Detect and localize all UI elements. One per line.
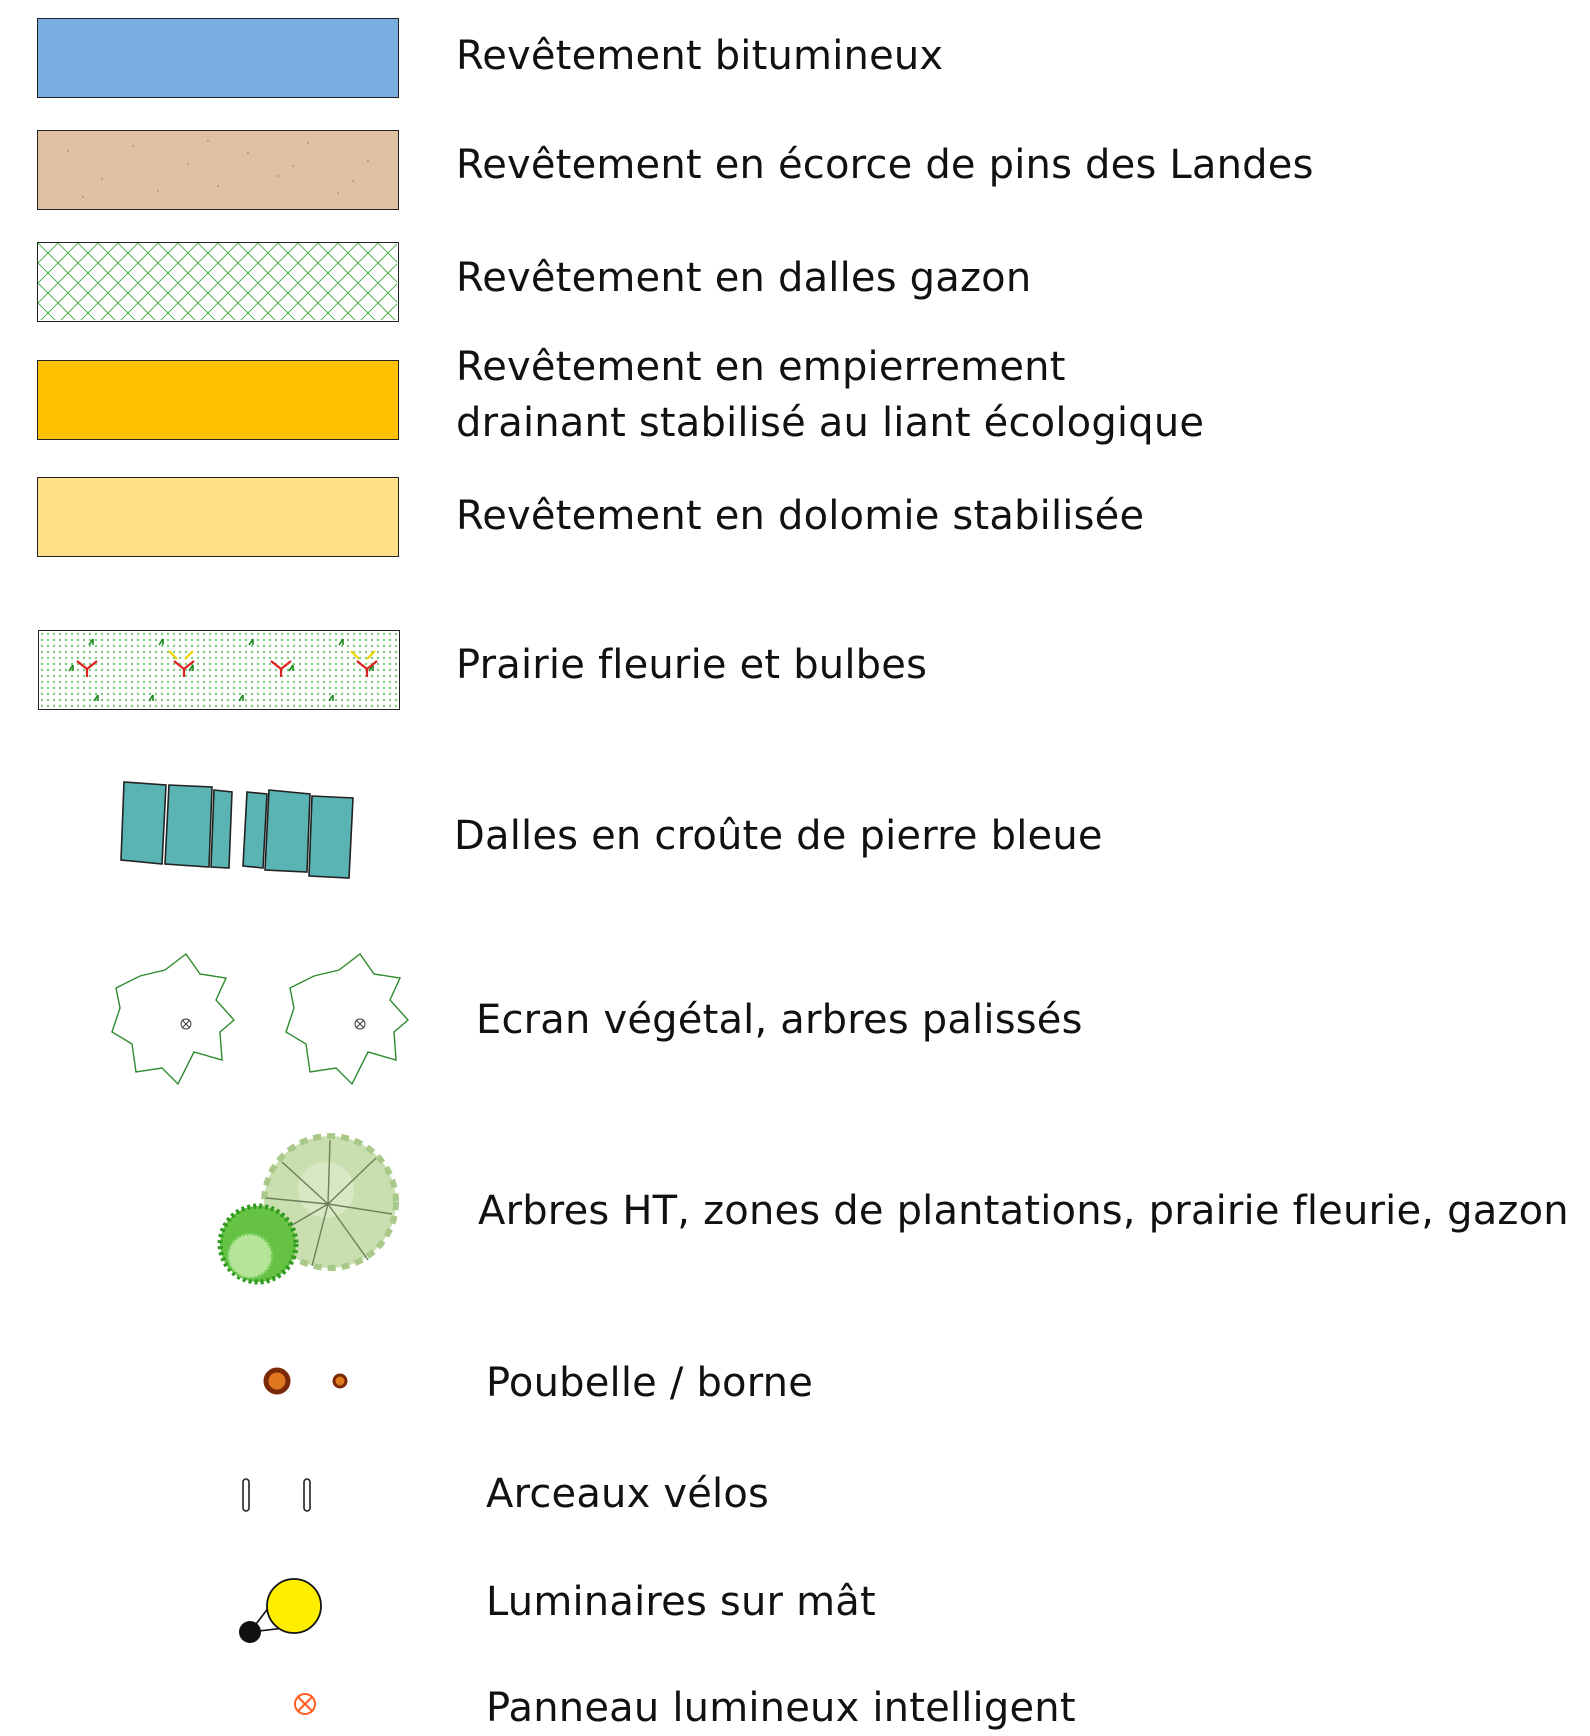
bluestone-slabs-icon <box>120 781 354 879</box>
dolomite-label: Revêtement en dolomie stabilisée <box>456 493 1145 539</box>
street-light-label: Luminaires sur mât <box>486 1579 876 1625</box>
dolomite-swatch <box>37 477 399 557</box>
bin-bollard-label: Poubelle / borne <box>486 1360 814 1406</box>
pine-bark-swatch <box>37 130 399 210</box>
bike-rack-label: Arceaux vélos <box>486 1471 770 1517</box>
bike-rack-icon <box>242 1478 311 1512</box>
smart-sign-icon <box>294 1693 316 1715</box>
drainage-gravel-label-line1: Revêtement en empierrement <box>456 344 1066 390</box>
smart-sign-label: Panneau lumineux intelligent <box>486 1685 1076 1731</box>
crosshatch-texture <box>38 243 397 320</box>
drainage-gravel-swatch <box>37 360 399 440</box>
bark-dots-texture <box>67 140 369 198</box>
street-light-icon <box>239 1578 322 1643</box>
bluestone-label: Dalles en croûte de pierre bleue <box>454 813 1103 859</box>
drainage-gravel-label-line2: drainant stabilisé au liant écologique <box>456 400 1205 446</box>
asphalt-label: Revêtement bitumineux <box>456 33 944 79</box>
meadow-texture <box>39 631 398 708</box>
trees-label: Arbres HT, zones de plantations, prairie… <box>478 1188 1569 1234</box>
meadow-label: Prairie fleurie et bulbes <box>456 642 928 688</box>
meadow-swatch <box>38 630 400 710</box>
pine-bark-label: Revêtement en écorce de pins des Landes <box>456 142 1314 188</box>
asphalt-swatch <box>37 18 399 98</box>
grass-slabs-swatch <box>37 242 399 322</box>
tree-canopy-icon <box>217 1133 399 1285</box>
bin-bollard-icon <box>263 1367 348 1395</box>
grass-slabs-label: Revêtement en dalles gazon <box>456 255 1032 301</box>
espalier-label: Ecran végétal, arbres palissés <box>476 997 1083 1043</box>
espalier-trees-icon <box>111 953 410 1086</box>
